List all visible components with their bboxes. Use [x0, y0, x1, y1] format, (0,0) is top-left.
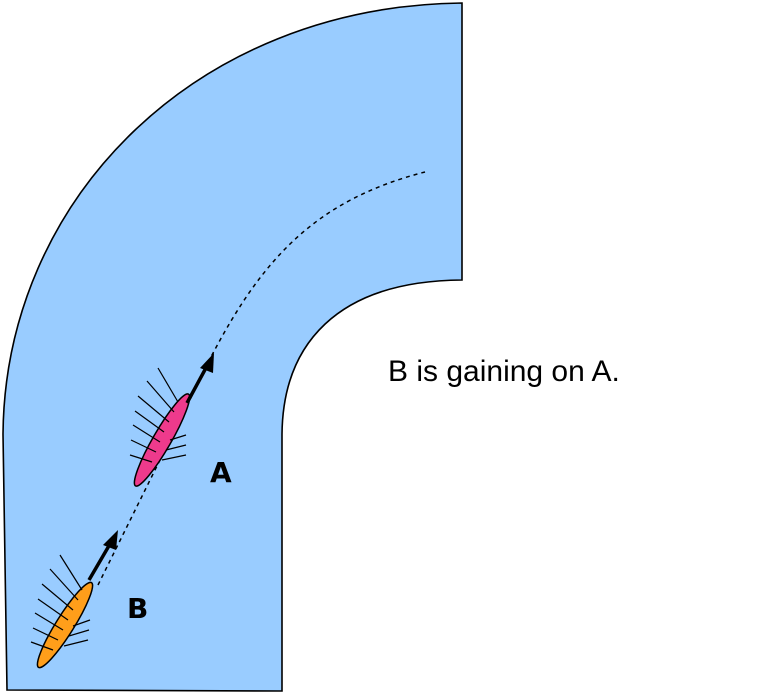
boat-b-arrow-shaft	[87, 543, 112, 581]
boat-a: A	[129, 353, 232, 489]
boat-a-hull	[133, 393, 191, 487]
boat-b-hull	[36, 581, 94, 669]
boat-b-oars	[30, 554, 91, 651]
course-line	[97, 171, 426, 586]
boat-a-arrow-head	[200, 353, 214, 373]
caption-text: B is gaining on A.	[388, 355, 620, 388]
boat-a-arrow-shaft	[185, 365, 209, 404]
water-channel	[2, 2, 463, 692]
boat-a-label: A	[210, 456, 232, 489]
boat-b: B	[30, 530, 148, 669]
boat-b-arrow-head	[103, 530, 118, 550]
boat-a-oars	[129, 367, 187, 463]
boat-b-label: B	[127, 592, 148, 625]
